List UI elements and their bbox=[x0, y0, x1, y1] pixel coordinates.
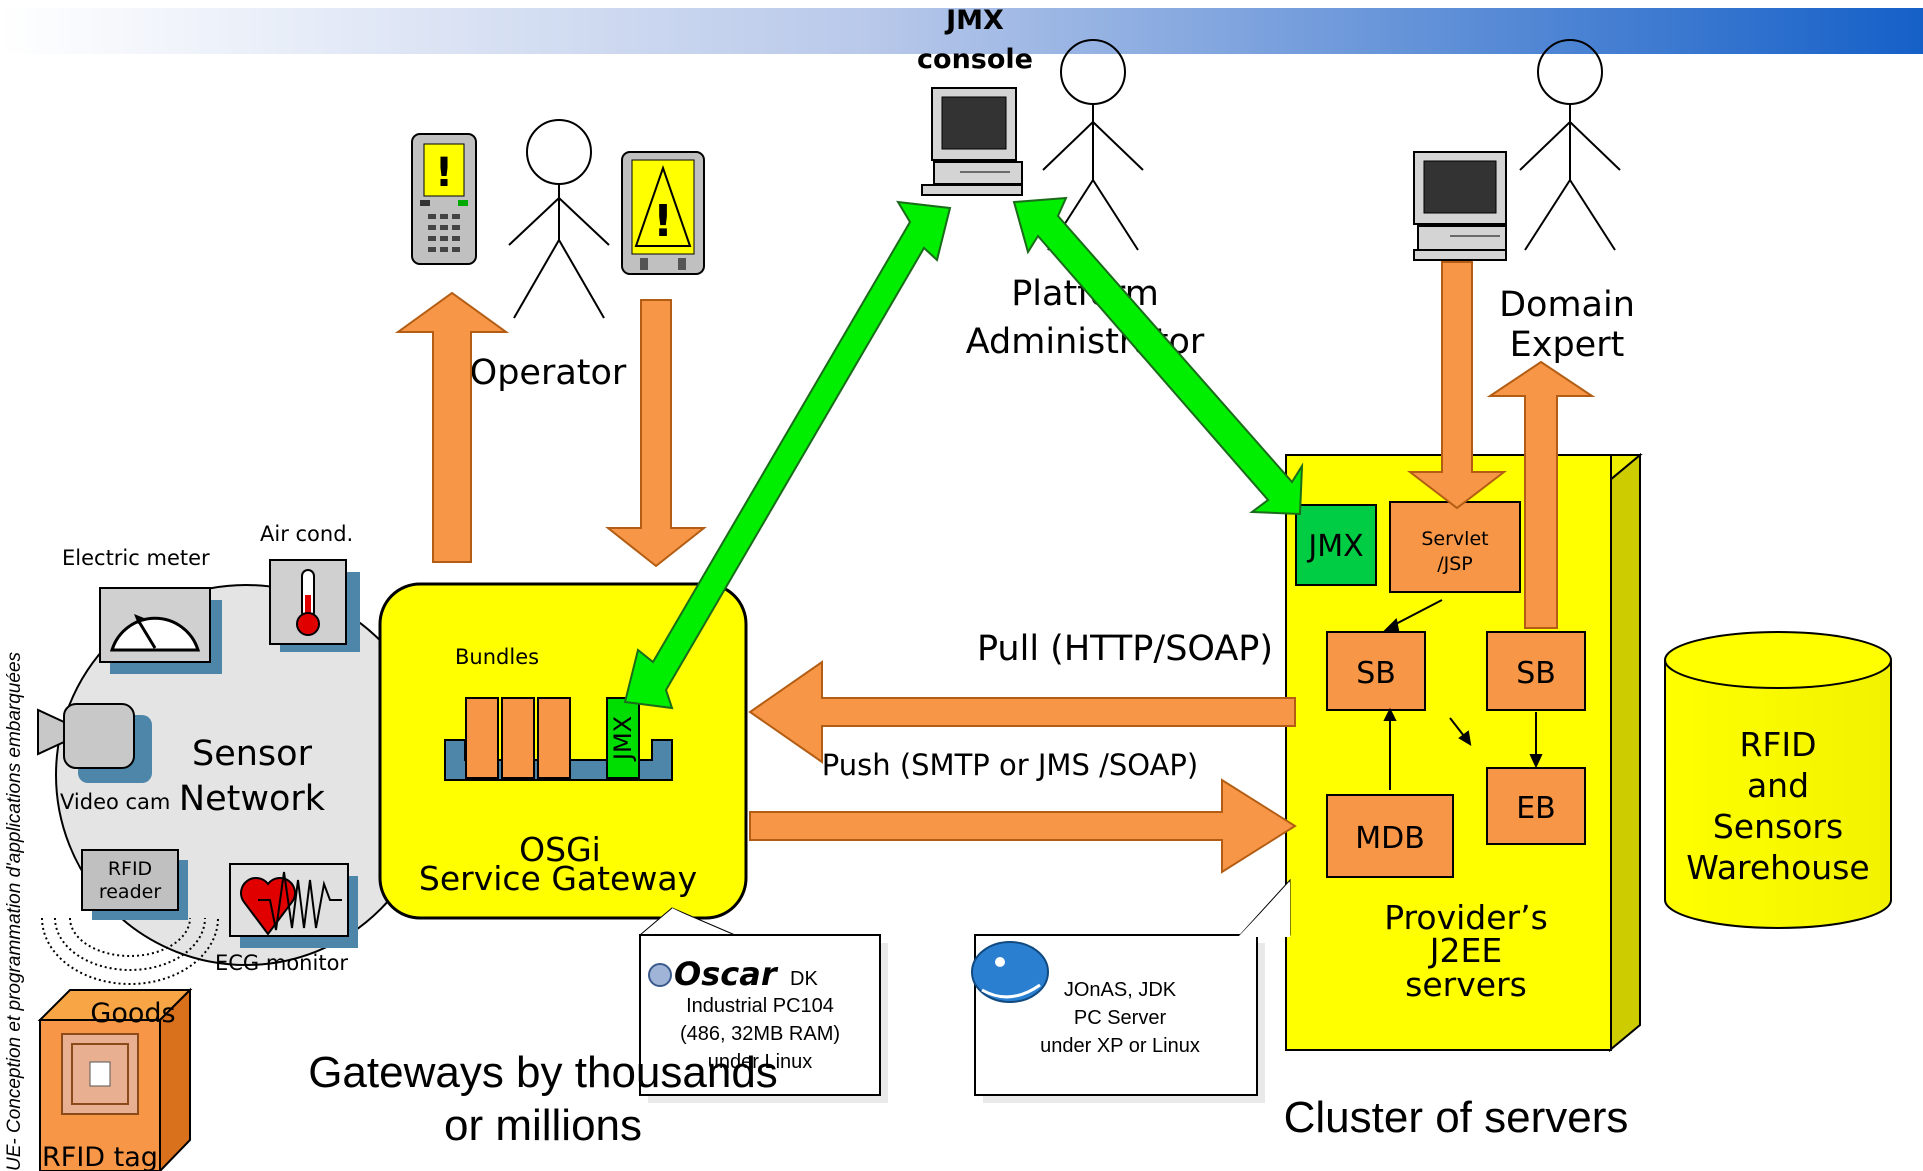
sensor-network-label-1: Sensor bbox=[192, 734, 313, 774]
goods-label: Goods bbox=[90, 998, 175, 1029]
sb2-label: SB bbox=[1516, 656, 1556, 691]
rfid-reader-label-1: RFID bbox=[108, 858, 152, 880]
oscar-line-1: Industrial PC104 bbox=[686, 995, 834, 1017]
mobile-phone-icon: ! bbox=[411, 133, 477, 265]
provider-label-1: Provider’s bbox=[1384, 898, 1548, 937]
server-console-jmx-arrow bbox=[1012, 196, 1304, 516]
video-cam-icon bbox=[37, 703, 152, 783]
push-arrow bbox=[749, 778, 1297, 874]
gateway-jmx-label: JMX bbox=[609, 716, 637, 762]
rfid-reader-label-2: reader bbox=[99, 881, 161, 903]
warehouse-cylinder bbox=[1664, 631, 1892, 929]
ecg-monitor-icon bbox=[229, 863, 358, 948]
sb2-box bbox=[1486, 631, 1586, 711]
jonas-note bbox=[971, 878, 1291, 1103]
sb-to-expert-arrow bbox=[1486, 360, 1596, 629]
sb1-label: SB bbox=[1356, 656, 1396, 691]
oscar-note bbox=[638, 907, 888, 1103]
provider-label-2: J2EE bbox=[1428, 931, 1502, 970]
servlet-label-2: /JSP bbox=[1437, 553, 1473, 575]
gateways-caption-2: or millions bbox=[444, 1101, 642, 1150]
svg-text:!: ! bbox=[653, 196, 673, 247]
video-cam-label: Video cam bbox=[60, 790, 170, 814]
oscar-logo: Oscar bbox=[674, 955, 779, 993]
gateway-console-jmx-arrow bbox=[623, 200, 952, 710]
provider-label-3: servers bbox=[1405, 965, 1527, 1004]
svg-text:!: ! bbox=[435, 150, 453, 196]
header-band bbox=[0, 8, 1923, 54]
bundle-tray bbox=[444, 697, 673, 781]
eb-box bbox=[1486, 767, 1586, 845]
expert-to-servlet-arrow bbox=[1407, 261, 1507, 510]
server-jmx-label: JMX bbox=[1306, 529, 1363, 564]
domain-expert-label-1: Domain bbox=[1499, 285, 1635, 325]
server-jmx-box bbox=[1295, 504, 1377, 586]
osgi-label-2: Service Gateway bbox=[419, 859, 697, 898]
bundle-1 bbox=[465, 697, 499, 779]
operator-to-gateway-arrow bbox=[605, 299, 707, 568]
warehouse-label-3: Sensors bbox=[1713, 807, 1843, 846]
servlet-box bbox=[1389, 501, 1521, 593]
rfid-tag-label: RFID tag bbox=[42, 1142, 158, 1171]
domain-expert-label-2: Expert bbox=[1510, 325, 1625, 365]
servlet-label-1: Servlet bbox=[1421, 528, 1488, 550]
sensor-network-label-2: Network bbox=[179, 779, 326, 819]
server-internal-arrows bbox=[1383, 599, 1543, 790]
operator-label: Operator bbox=[470, 353, 627, 393]
warehouse-label-1: RFID bbox=[1739, 725, 1816, 764]
electric-meter-icon bbox=[99, 587, 222, 674]
gateways-caption-1: Gateways by thousands bbox=[308, 1048, 778, 1097]
cluster-caption: Cluster of servers bbox=[1284, 1093, 1629, 1142]
pull-arrow bbox=[748, 660, 1296, 764]
electric-meter-label: Electric meter bbox=[62, 546, 210, 570]
pull-label: Pull (HTTP/SOAP) bbox=[977, 629, 1273, 669]
jmx-console-label-2: console bbox=[917, 44, 1033, 75]
oscar-line-3: under Linux bbox=[708, 1051, 813, 1073]
expert-computer-icon bbox=[1413, 151, 1507, 261]
console-computer-icon bbox=[921, 87, 1023, 196]
expert-stick-figure-icon bbox=[1519, 39, 1621, 251]
sb1-box bbox=[1326, 631, 1426, 711]
jmx-console: JMX console bbox=[917, 5, 1033, 196]
jonas-line-3: under XP or Linux bbox=[1040, 1035, 1200, 1057]
oscar-logo-suffix: DK bbox=[790, 968, 818, 990]
jonas-line-2: PC Server bbox=[1074, 1007, 1167, 1029]
gateway-to-operator-arrow bbox=[394, 291, 510, 563]
jonas-line-1: JOnAS, JDK bbox=[1064, 979, 1177, 1001]
warehouse-label-2: and bbox=[1747, 766, 1809, 805]
osgi-label-1: OSGi bbox=[519, 830, 601, 869]
air-cond-icon bbox=[269, 559, 360, 652]
operator-stick-figure-icon bbox=[508, 119, 610, 319]
bundle-3 bbox=[537, 697, 571, 779]
push-label: Push (SMTP or JMS /SOAP) bbox=[822, 748, 1198, 782]
ecg-monitor-label: ECG monitor bbox=[215, 951, 348, 975]
rfid-waves-icon bbox=[41, 917, 219, 985]
air-cond-label: Air cond. bbox=[260, 522, 353, 546]
mdb-label: MDB bbox=[1355, 821, 1425, 856]
oscar-line-2: (486, 32MB RAM) bbox=[680, 1023, 840, 1045]
bundle-jmx bbox=[606, 697, 640, 779]
goods-box-icon bbox=[37, 987, 193, 1171]
jonas-logo-icon bbox=[971, 941, 1049, 1003]
warehouse-label-4: Warehouse bbox=[1686, 848, 1869, 887]
mdb-box bbox=[1326, 794, 1454, 878]
oscar-logo-icon bbox=[648, 963, 672, 987]
bundle-2 bbox=[501, 697, 535, 779]
jmx-console-label-1: JMX bbox=[944, 5, 1004, 36]
bundles-label: Bundles bbox=[455, 645, 539, 669]
rfid-reader-icon bbox=[81, 849, 188, 920]
pda-icon: ! bbox=[621, 151, 705, 275]
eb-label: EB bbox=[1516, 791, 1556, 826]
